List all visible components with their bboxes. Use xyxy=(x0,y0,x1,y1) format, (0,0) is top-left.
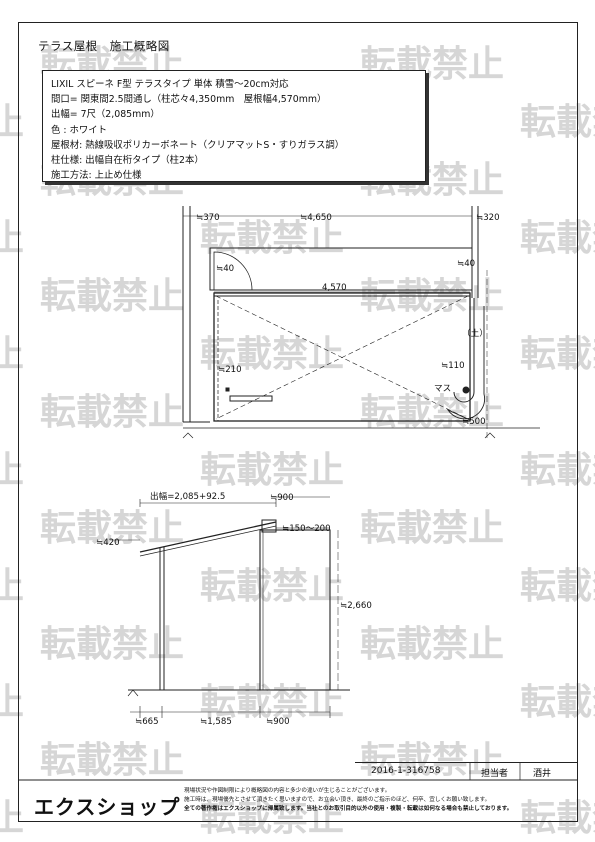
doc-number: 2016-1-316758 xyxy=(371,766,441,776)
plan-dim-right-40: ≒40 xyxy=(457,259,475,269)
elev-dim-1585: ≒1,585 xyxy=(200,717,232,727)
elev-roof xyxy=(139,521,277,553)
elev-dim-2660: ≒2,660 xyxy=(340,601,372,611)
spec-line-frontage: 間口= 関東間2.5間通し（柱芯々4,350mm 屋根幅4,570mm） xyxy=(51,94,327,106)
spec-line-product: LIXIL スピーネ F型 テラスタイプ 単体 積雪～20cm対応 xyxy=(51,79,289,90)
footer-notes: 現場状況や作図制限により概略図の内容と多少の違いが生じることがございます。 施工… xyxy=(184,787,512,814)
elev-dim-900-bottom: ≒900 xyxy=(266,717,290,727)
spec-line-color: 色 : ホワイト xyxy=(51,124,107,136)
plan-dim-500: ≒500 xyxy=(462,417,486,427)
page-title: テラス屋根 施工概略図 xyxy=(38,39,170,53)
plan-roof-diagonal-2 xyxy=(215,295,469,420)
plan-dim-210: ≒210 xyxy=(218,365,242,375)
plan-dim-right-top: ≒320 xyxy=(476,213,500,223)
person-name: 酒井 xyxy=(533,769,552,779)
spec-line-depth: 出幅= 7尺（2,085mm） xyxy=(51,109,160,121)
plan-label-masu: マス xyxy=(434,384,451,394)
person-label: 担当者 xyxy=(481,769,509,779)
elev-dim-depth: 出幅=2,085+92.5 xyxy=(150,490,225,502)
spec-box: LIXIL スピーネ F型 テラスタイプ 単体 積雪～20cm対応 間口= 関東… xyxy=(42,70,426,182)
plan-dim-roof-width: 4,570 xyxy=(322,283,347,293)
plan-dim-left-top: ≒370 xyxy=(196,213,220,223)
footer-info-row: 2016-1-316758 担当者 酒井 xyxy=(355,762,577,781)
elev-dim-420: ≒420 xyxy=(96,538,120,548)
elev-dim-900-top: ≒900 xyxy=(270,493,294,503)
plan-label-soil: （土） xyxy=(462,327,488,339)
footer-note-3: 全ての著作権はエクスショップに帰属致します。当社とのお取引目的以外の使用・複製・… xyxy=(184,806,513,812)
elev-dim-150-200: ≒150～200 xyxy=(282,524,331,534)
spec-line-method: 施工方法: 上止め仕様 xyxy=(51,170,142,182)
spec-line-roof-material: 屋根材: 熱線吸収ポリカーボネート（クリアマットS・すりガラス調） xyxy=(51,139,345,151)
plan-dim-110: ≒110 xyxy=(441,361,465,371)
footer-note-2: 施工時は、現場優先とさせて頂きたく思いますので、お立会い頂き、最終のご指示のほど… xyxy=(184,797,491,803)
plan-door-swing xyxy=(213,251,253,291)
spec-line-post: 柱仕様: 出幅自在桁タイプ（柱2本） xyxy=(51,155,204,167)
company-logo: エクスショップ xyxy=(34,795,181,819)
elev-dim-665: ≒665 xyxy=(135,717,159,727)
elev-house-wall xyxy=(259,529,331,691)
plan-downspout xyxy=(453,298,475,403)
sheet-border xyxy=(18,22,578,822)
plan-step xyxy=(229,395,273,402)
plan-dim-left-40: ≒40 xyxy=(216,264,234,274)
plan-roof-outline xyxy=(213,292,471,422)
footer-note-1: 現場状況や作図制限により概略図の内容と多少の違いが生じることがございます。 xyxy=(184,788,391,794)
plan-dim-width: ≒4,650 xyxy=(300,213,332,223)
